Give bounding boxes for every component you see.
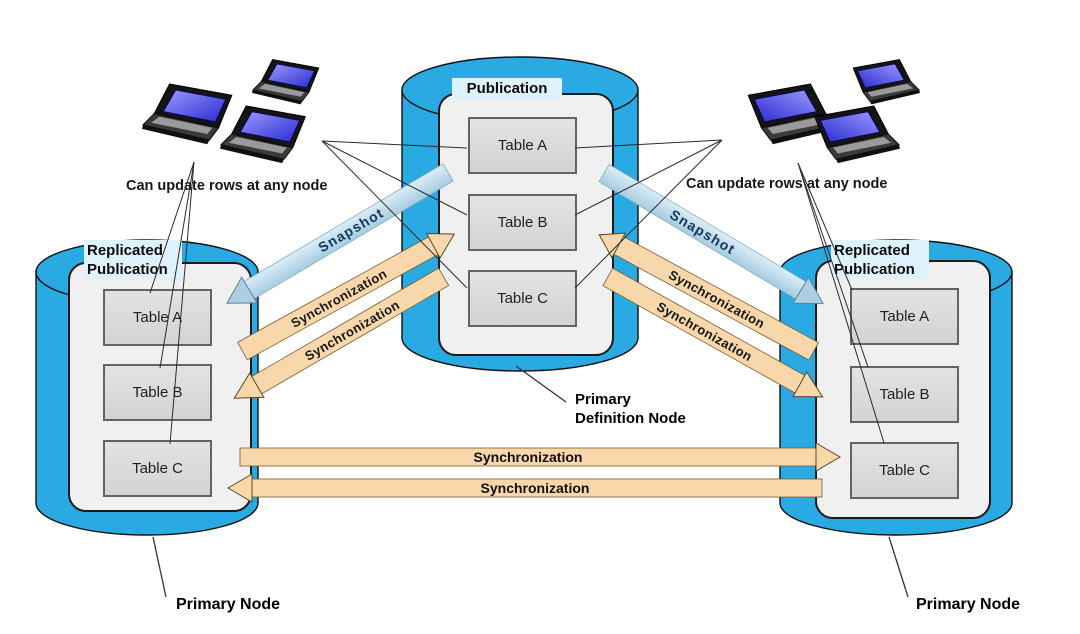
left-node-title: Replicated Publication xyxy=(84,240,182,280)
right-table-c-label: Table C xyxy=(879,462,930,479)
center-table-a: Table A xyxy=(468,117,577,174)
center-node-title: Publication xyxy=(452,78,562,99)
left-table-c-label: Table C xyxy=(132,460,183,477)
left-table-a-label: Table A xyxy=(132,309,183,326)
center-table-c-label: Table C xyxy=(497,290,548,307)
primary-node-label-left: Primary Node xyxy=(176,596,281,613)
right-node-title: Replicated Publication xyxy=(831,240,929,280)
primary-definition-line1: Primary xyxy=(575,391,631,408)
primary-definition-line2: Definition Node xyxy=(575,410,686,427)
right-table-a: Table A xyxy=(850,288,959,345)
center-table-a-label: Table A xyxy=(497,137,548,154)
primary-definition-node-label: Primary Definition Node xyxy=(575,390,705,428)
primary-node-label-right: Primary Node xyxy=(916,596,1021,613)
left-table-c: Table C xyxy=(103,440,212,497)
left-table-b-label: Table B xyxy=(132,384,183,401)
right-table-b-label: Table B xyxy=(879,386,930,403)
left-table-a: Table A xyxy=(103,289,212,346)
center-table-c: Table C xyxy=(468,270,577,327)
right-table-a-label: Table A xyxy=(879,308,930,325)
right-table-b: Table B xyxy=(850,366,959,423)
client-note-left: Can update rows at any node xyxy=(126,178,328,194)
left-table-b: Table B xyxy=(103,364,212,421)
center-table-b-label: Table B xyxy=(497,214,548,231)
right-table-c: Table C xyxy=(850,442,959,499)
client-note-right: Can update rows at any node xyxy=(686,176,888,192)
center-table-b: Table B xyxy=(468,194,577,251)
